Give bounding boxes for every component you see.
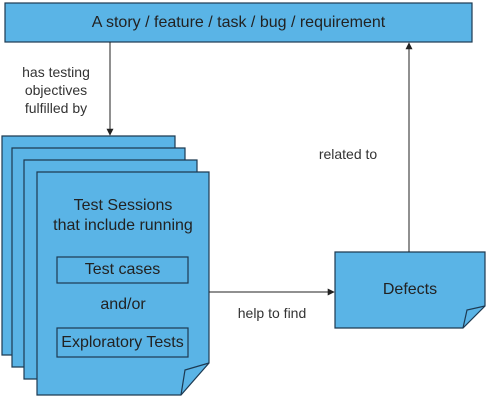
edge-label-objectives-line2: objectives bbox=[24, 82, 88, 98]
defects-doc-fold bbox=[462, 305, 486, 329]
story-box bbox=[4, 2, 473, 43]
edge-label-objectives-line3: fulfilled by bbox=[24, 100, 88, 116]
test-cases-label: Test cases bbox=[84, 261, 161, 278]
story-label: A story / feature / task / bug / require… bbox=[91, 13, 386, 31]
edge-label-related: related to bbox=[318, 146, 378, 162]
session-doc-fold bbox=[180, 362, 210, 396]
exploratory-label: Exploratory Tests bbox=[61, 333, 184, 351]
sessions-title-line1: Test Sessions bbox=[73, 197, 173, 214]
test-cases-box bbox=[56, 256, 189, 284]
defects-label: Defects bbox=[382, 281, 438, 298]
edge-label-help: help to find bbox=[237, 305, 307, 321]
defects-doc bbox=[334, 251, 486, 329]
sessions-title-line2: that include running bbox=[53, 217, 193, 234]
andor-label: and/or bbox=[100, 296, 146, 313]
edge-label-objectives-line1: has testing bbox=[22, 64, 90, 80]
exploratory-box bbox=[56, 327, 189, 358]
edge-label-objectives: has testing objectives fulfilled by bbox=[8, 63, 104, 117]
sessions-title: Test Sessions that include running bbox=[40, 196, 206, 236]
